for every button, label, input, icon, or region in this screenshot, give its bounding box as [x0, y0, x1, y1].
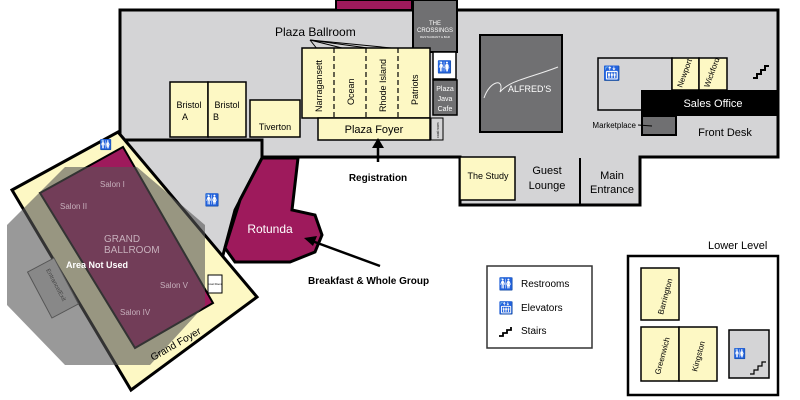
lower-stairs-icon [750, 361, 766, 375]
main-entrance-line1: Main [600, 170, 624, 182]
sales-office [641, 90, 778, 116]
plaza-foyer-label: Plaza Foyer [345, 124, 404, 136]
marketplace-label: Marketplace [592, 121, 636, 130]
legend-stairs: Stairs [521, 326, 547, 337]
legend-elevator-icon: 🛗 [499, 301, 514, 315]
coat-room-west-label: Coat Room [207, 282, 223, 286]
crossings-line3: RESTAURANT & BAR [420, 35, 451, 39]
guest-lounge-line1: Guest [532, 165, 561, 177]
restroom-icon: 🚻 [437, 60, 452, 74]
entrance-exit [26, 257, 80, 319]
ocean-label: Ocean [346, 78, 356, 105]
legend-restroom-icon: 🚻 [499, 277, 514, 291]
grand-label: GRAND [104, 234, 140, 245]
grand-ballroom-labels: Salon I Salon II GRAND BALLROOM Salon V … [60, 180, 189, 317]
bristol-a-line2: A [182, 112, 188, 122]
coat-room-label: coat room [436, 122, 440, 138]
ballroom-dividers [333, 48, 399, 118]
front-desk-label: Front Desk [698, 127, 752, 139]
rhode-island-label: Rhode Island [378, 59, 388, 112]
java-line1: Plaza [436, 86, 454, 93]
tiverton [249, 99, 301, 138]
legend-restrooms: Restrooms [521, 279, 569, 290]
java-line3: Cafe [438, 106, 453, 113]
coat-room [430, 117, 444, 141]
bristol-a [169, 81, 209, 138]
plaza-ballroom-label: Plaza Ballroom [275, 25, 356, 39]
the-study-label: The Study [467, 171, 509, 181]
kingston [678, 326, 718, 382]
stairs-icon [753, 65, 769, 79]
patriots-label: Patriots [410, 74, 420, 105]
crossings-line2: CROSSINGS [417, 28, 453, 34]
the-study [459, 156, 516, 201]
elevator-icon: 🛗 [603, 65, 620, 82]
restroom-icon-west-1: 🚻 [100, 138, 112, 151]
lower-service-room [728, 329, 770, 379]
registration-label: Registration [349, 173, 407, 184]
main-entrance-line2: Entrance [590, 184, 634, 196]
plaza-java-cafe [432, 79, 458, 116]
breakfast-label: Breakfast & Whole Group [308, 276, 429, 287]
barrington [640, 267, 680, 321]
rotunda-label: Rotunda [247, 222, 293, 236]
salon-2-label: Salon II [60, 202, 87, 211]
plaza-foyer [317, 117, 431, 141]
bristol-b-line1: Bristol [214, 100, 239, 110]
bristol-a-line1: Bristol [176, 100, 201, 110]
breakfast-arrowhead [304, 236, 317, 246]
restroom-box [432, 51, 457, 80]
marketplace-pointer [637, 124, 653, 127]
coat-room-west [207, 274, 223, 294]
lower-level-title: Lower Level [708, 240, 767, 252]
alfreds-signature [483, 66, 559, 99]
crossings-line1: THE [429, 21, 441, 27]
registration-arrowhead [372, 138, 384, 148]
restroom-icon-west-2: 🚻 [205, 193, 220, 207]
top-magenta-room [335, 0, 413, 11]
greenwich [640, 326, 680, 382]
salon-5-label: Salon V [160, 281, 189, 290]
tiverton-label: Tiverton [259, 122, 291, 132]
salon-4-label: Salon IV [120, 308, 151, 317]
java-line2: Java [438, 96, 453, 103]
alfreds-label: ALFRED'S [508, 84, 551, 94]
salon-1-label: Salon I [100, 180, 125, 189]
guest-lounge-line2: Lounge [529, 180, 566, 192]
area-not-used-label: Area Not Used [66, 260, 128, 270]
legend-box [486, 265, 593, 349]
lower-restroom-icon: 🚻 [734, 347, 746, 360]
legend-stairs-icon [499, 327, 512, 337]
legend-elevators: Elevators [521, 303, 563, 314]
sales-office-label: Sales Office [683, 98, 742, 110]
rotunda [223, 156, 324, 264]
ballroom-label: BALLROOM [104, 245, 160, 256]
breakfast-arrow [311, 239, 381, 268]
bristol-b [207, 81, 247, 138]
bristol-b-line2: B [213, 112, 219, 122]
narragansett-label: Narragansett [314, 59, 324, 112]
